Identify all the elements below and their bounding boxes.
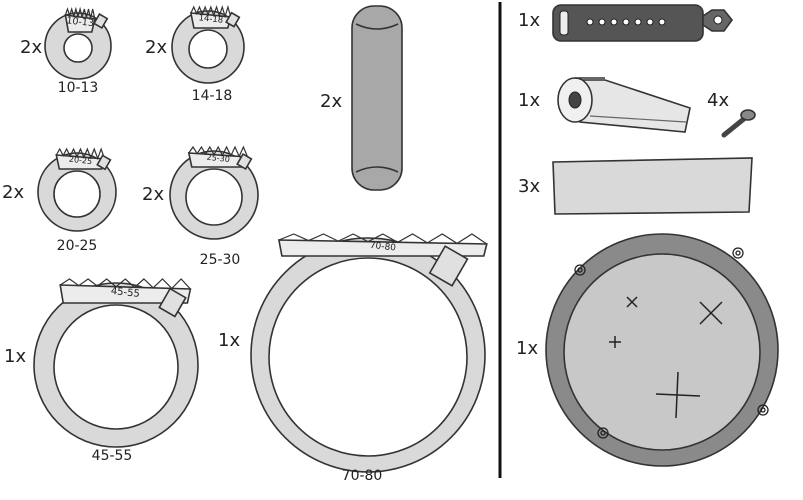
ring-window-label: 25-30 — [206, 153, 230, 164]
ratchet-teeth — [190, 4, 232, 19]
ring-qty: 2x — [20, 37, 42, 58]
ring-part-20-25: 20-25 20-25 2x — [2, 147, 117, 254]
ratchet-teeth — [59, 278, 191, 290]
ring-size-label: 70-80 — [342, 468, 383, 484]
screw-part: 4x — [707, 90, 756, 138]
base-plate-qty: 1x — [516, 338, 538, 359]
ring-qty: 2x — [145, 37, 167, 58]
release-tab — [92, 13, 109, 30]
tape-roll-part: 1x — [518, 77, 691, 133]
ring-qty: 1x — [4, 346, 26, 367]
ring-window-label: 20-25 — [68, 155, 92, 166]
ratchet-teeth — [278, 233, 488, 245]
screw-qty: 4x — [707, 90, 729, 111]
base-plate-part: 1x — [516, 233, 779, 467]
ring-hole — [53, 170, 101, 218]
release-tab — [225, 11, 241, 28]
clip-qty: 1x — [518, 10, 540, 31]
ring-part-14-18: 14-18 14-18 2x — [145, 4, 245, 104]
size-window — [64, 14, 96, 33]
ring-window-label: 14-18 — [198, 13, 224, 26]
ring-size-label: 45-55 — [92, 448, 133, 464]
ring-qty: 1x — [218, 330, 240, 351]
ring-part-45-55: 45-55 45-55 1x — [4, 278, 199, 464]
release-tab — [236, 152, 253, 171]
ring-window-label: 70-80 — [369, 241, 396, 254]
ring-hole — [63, 33, 93, 63]
ratchet-teeth — [188, 145, 249, 158]
cylinder-part: 2x — [320, 5, 403, 191]
release-tab — [96, 154, 112, 171]
size-window — [55, 154, 106, 170]
strip-part: 3x — [518, 157, 753, 215]
ring-qty: 2x — [2, 182, 24, 203]
ring-size-label: 20-25 — [57, 238, 98, 254]
ring-window-label: 10-13 — [66, 15, 95, 29]
size-window — [59, 284, 192, 304]
ring-hole — [268, 257, 468, 457]
ring-window-label: 45-55 — [110, 286, 140, 300]
ring-part-70-80: 70-80 70-80 1x — [218, 233, 488, 484]
clip-part: 1x — [518, 4, 734, 42]
ring-hole — [188, 29, 228, 69]
ratchet-teeth — [55, 147, 106, 161]
size-window — [189, 12, 232, 29]
ring-hole — [185, 168, 243, 226]
strip-qty: 3x — [518, 176, 540, 197]
release-tab — [428, 245, 469, 287]
ratchet-teeth — [64, 6, 96, 20]
ring-size-label: 14-18 — [192, 88, 233, 104]
ring-qty: 2x — [142, 184, 164, 205]
tape-roll-qty: 1x — [518, 90, 540, 111]
cylinder-qty: 2x — [320, 91, 342, 112]
release-tab — [158, 287, 187, 318]
ring-hole — [53, 304, 179, 430]
ring-part-10-13: 10-13 10-13 2x — [20, 6, 112, 96]
ring-size-label: 25-30 — [200, 252, 241, 268]
ring-size-label: 10-13 — [58, 80, 99, 96]
size-window — [277, 239, 488, 257]
ring-part-25-30: 25-30 25-30 2x — [142, 145, 259, 268]
